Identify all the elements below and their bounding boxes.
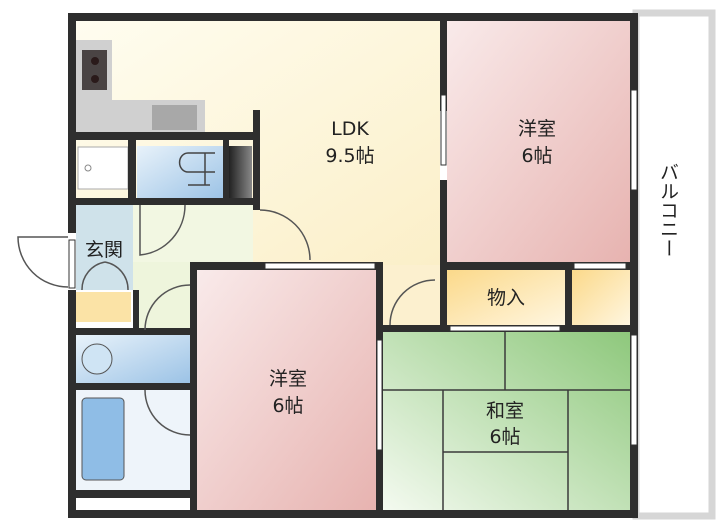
drain-icon xyxy=(84,164,92,172)
small-closet-floor xyxy=(572,270,630,325)
sink-icon xyxy=(152,105,197,130)
western-room-south-label: 洋室 xyxy=(269,368,307,390)
balcony-label: バルコニー xyxy=(657,163,679,258)
balcony: バルコニー xyxy=(632,9,716,520)
stove-icon xyxy=(82,50,107,90)
tatami-lines xyxy=(383,332,630,510)
ldk-label: LDK xyxy=(331,118,369,140)
western-room-north-size: 6帖 xyxy=(521,145,552,167)
closet-label: 物入 xyxy=(487,287,525,309)
kitchen-counter xyxy=(76,40,205,132)
windows xyxy=(68,89,638,451)
japanese-room-size: 6帖 xyxy=(489,426,520,448)
bathtub-icon xyxy=(81,397,125,481)
closet-floor xyxy=(447,270,565,325)
entrance-label: 玄関 xyxy=(85,239,123,261)
western-room-south-size: 6帖 xyxy=(272,395,303,417)
wash-basin-icon xyxy=(81,343,113,375)
ldk-size: 9.5帖 xyxy=(325,145,374,167)
shoe-box xyxy=(76,292,131,322)
western-room-north-label: 洋室 xyxy=(518,118,556,140)
japanese-room-label: 和室 xyxy=(486,400,524,422)
western-room-north-floor xyxy=(447,21,630,262)
doors[interactable] xyxy=(17,204,436,436)
japanese-room-floor xyxy=(383,332,630,510)
ldk-lower-floor xyxy=(383,265,440,327)
toilet-icon xyxy=(178,152,215,186)
laundry-space xyxy=(77,146,129,190)
storage-dark xyxy=(229,146,252,199)
western-room-south-floor xyxy=(197,270,376,510)
